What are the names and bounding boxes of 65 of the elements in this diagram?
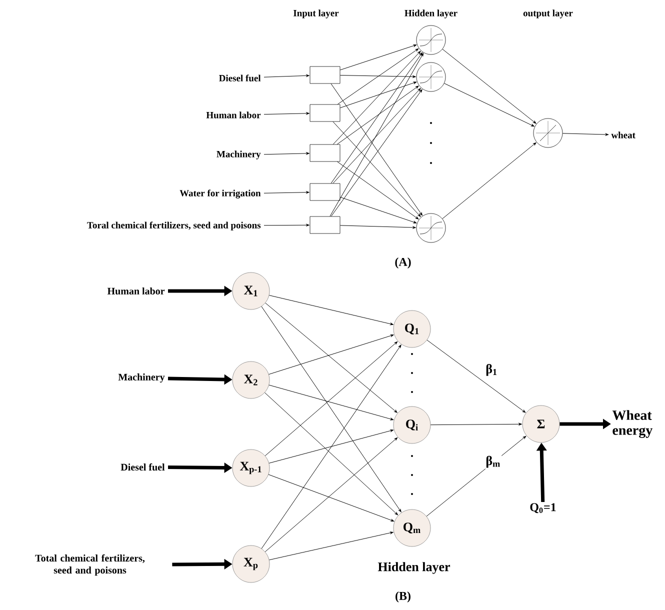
arrow [426, 436, 526, 516]
layer-label: Hidden layer [378, 562, 450, 574]
arrow [330, 52, 422, 184]
input-label: Human labor [107, 287, 165, 295]
arrow [332, 121, 421, 217]
arrow [442, 48, 536, 124]
input-label: Diesel fuel [219, 74, 261, 82]
input-label: Total chemical fertilizers, seed and poisons [35, 554, 145, 576]
arrow [265, 302, 398, 413]
arrow [330, 53, 424, 217]
input-box [310, 66, 340, 84]
arrow [269, 532, 394, 560]
neuron-circle [416, 213, 446, 243]
arrow [264, 392, 398, 516]
arrow [340, 225, 416, 229]
input-box [310, 216, 340, 234]
neuron-circle [533, 118, 563, 148]
arrow [264, 74, 310, 78]
panel-label: (B) [396, 592, 410, 602]
input-box [310, 144, 340, 162]
neuron-circle [416, 25, 446, 55]
arrow [430, 422, 522, 426]
input-label: Toral chemical fertilizers, seed and poisons [87, 222, 261, 230]
arrow [340, 75, 416, 78]
arrow [268, 384, 394, 420]
arrow [264, 112, 310, 115]
output-label: wheat [611, 132, 636, 138]
input-label: Water for irrigation [180, 190, 261, 198]
output-label: Wheat energy [612, 410, 652, 438]
arrow [261, 344, 402, 549]
arrow [264, 152, 310, 155]
input-box [310, 183, 340, 201]
arrow [340, 82, 417, 108]
edge-label: β$_{m}$ [484, 454, 502, 469]
arrow [336, 86, 419, 145]
arrow [426, 340, 526, 413]
arrow [268, 474, 394, 522]
arrow [264, 224, 310, 226]
arrow [268, 334, 394, 375]
bias-label: Q$_{0}$=1 [530, 503, 556, 514]
arrow [340, 44, 417, 70]
arrow [268, 429, 394, 464]
input-label: Human labor [206, 112, 261, 118]
arrow [264, 437, 398, 552]
arrow [264, 191, 310, 194]
arrow [562, 133, 609, 136]
neuron-circle [416, 62, 446, 92]
arrow [337, 161, 419, 220]
arrow [442, 142, 536, 219]
input-label: Machinery [118, 373, 165, 383]
arrow [444, 83, 534, 127]
input-box [310, 104, 340, 122]
input-label: Machinery [216, 150, 261, 160]
panel-label: (A) [395, 258, 411, 268]
arrow [268, 295, 394, 326]
arrow [264, 341, 398, 456]
edge-label: β$_{1}$ [484, 363, 499, 377]
layer-label: output layer [523, 10, 573, 18]
arrow [332, 88, 421, 184]
layer-label: Input layer [293, 10, 339, 18]
arrow [337, 48, 419, 105]
arrow [340, 196, 417, 224]
input-label: Diesel fuel [120, 463, 165, 471]
arrow [261, 306, 402, 512]
arrow [332, 50, 421, 145]
